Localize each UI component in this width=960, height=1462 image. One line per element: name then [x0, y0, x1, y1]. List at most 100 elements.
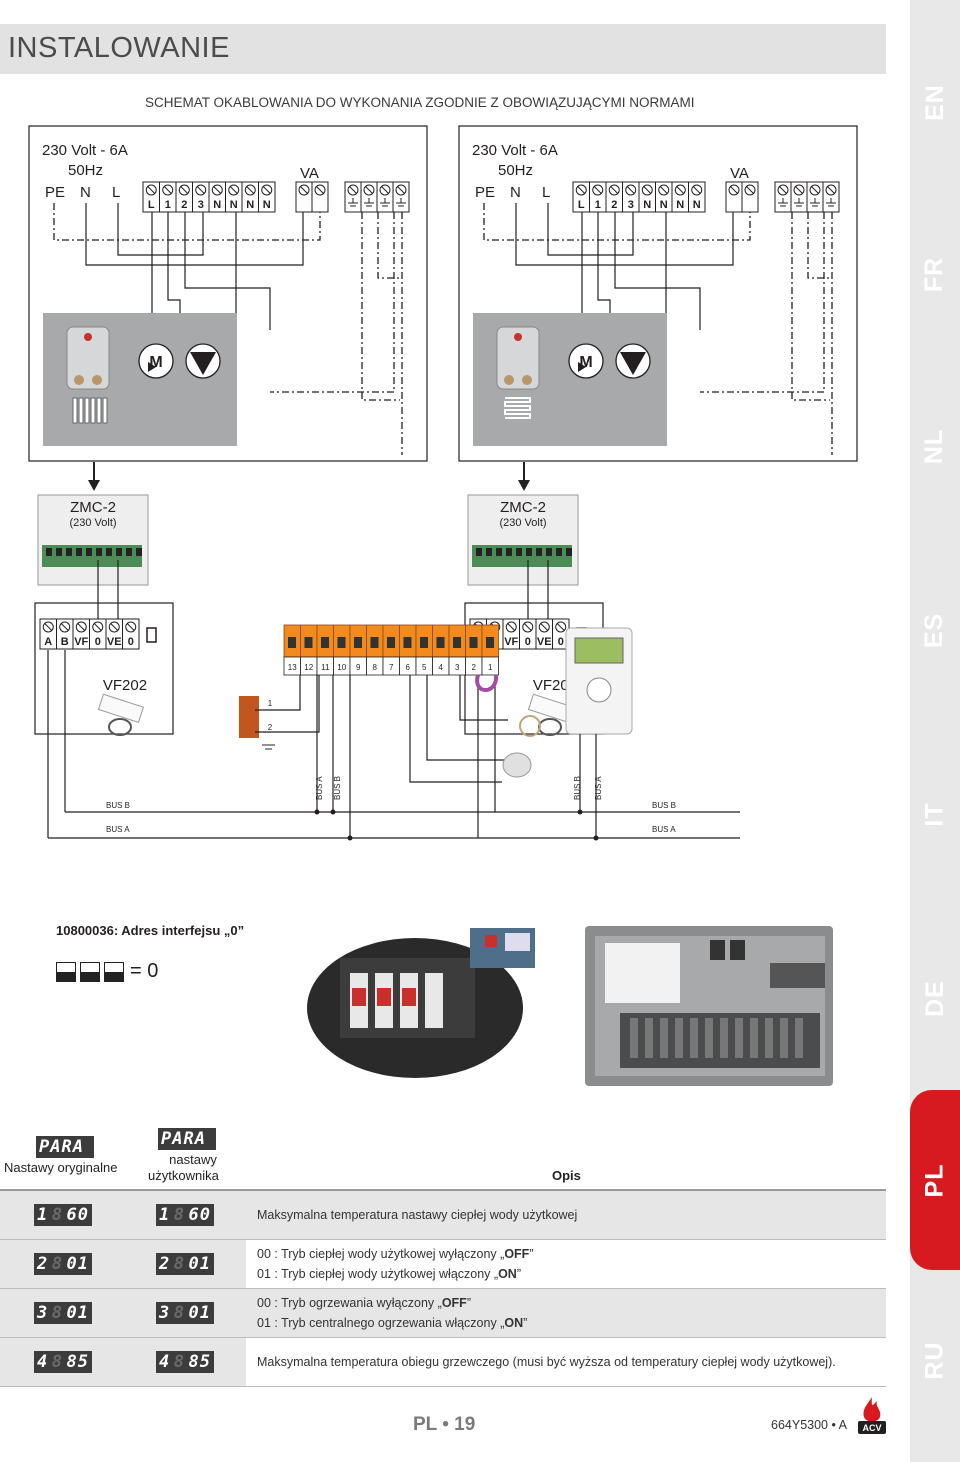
- earth-wire: [807, 212, 830, 279]
- orange-terminal-slot: [354, 637, 362, 648]
- row-divider: [0, 1288, 886, 1289]
- lang-tab-it[interactable]: IT: [910, 724, 960, 904]
- lcd-digits: 8: [173, 1205, 185, 1225]
- wire: [515, 203, 734, 266]
- zmc2-terminal: [506, 548, 512, 556]
- zmc2-terminal: [56, 548, 62, 556]
- power-terminal-label: N: [510, 184, 521, 201]
- zmc2-terminal: [46, 548, 52, 556]
- row-description: Maksymalna temperatura nastawy ciepłej w…: [257, 1205, 577, 1225]
- page-title: INSTALOWANIE: [8, 32, 230, 64]
- lang-tab-de[interactable]: DE: [910, 908, 960, 1088]
- orange-terminal-slot: [469, 637, 478, 648]
- screw-slot: [779, 186, 787, 194]
- bus-label: BUS A: [652, 825, 676, 834]
- terminal-label: N: [230, 199, 238, 211]
- vf-sensor: [97, 693, 145, 724]
- jumper-icon: [146, 627, 157, 643]
- supply-label: 230 Volt - 6A: [42, 142, 128, 159]
- zmc2-terminal: [516, 548, 522, 556]
- zmc2-terminal: [476, 548, 482, 556]
- room-unit-dial: [586, 677, 612, 703]
- lang-tab-label: IT: [920, 801, 949, 827]
- supply-label: 230 Volt - 6A: [472, 142, 558, 159]
- terminal-number: 3: [455, 663, 460, 672]
- radiator-icon: [72, 397, 78, 424]
- lcd-digits: 2: [37, 1254, 49, 1274]
- terminal-number: 7: [389, 663, 394, 672]
- terminal-label: VE: [107, 636, 122, 648]
- screw-slot: [229, 186, 238, 194]
- lcd-digits: 8: [173, 1254, 185, 1274]
- screw-slot: [60, 623, 69, 631]
- terminal-label: 2: [611, 199, 617, 211]
- lang-tab-label: EN: [920, 83, 949, 121]
- lang-tab-ru[interactable]: RU: [910, 1270, 960, 1450]
- controller-photos: [307, 926, 833, 1086]
- terminal-number: 10: [337, 663, 346, 672]
- wiring-box: [458, 125, 858, 462]
- vf-module-label: VF202: [103, 677, 147, 694]
- screw-slot: [659, 186, 668, 194]
- terminal-label: 1: [595, 199, 601, 211]
- zmc2-terminal: [66, 548, 72, 556]
- wire: [85, 203, 304, 266]
- lcd-digits: 01: [188, 1303, 211, 1323]
- lang-tab-pl[interactable]: PL: [910, 1090, 960, 1270]
- acv-logo: ACV: [858, 1397, 886, 1434]
- lang-tab-label: RU: [920, 1340, 949, 1380]
- room-unit-display: [574, 637, 624, 664]
- terminal-number: 5: [422, 663, 427, 672]
- lang-tab-nl[interactable]: NL: [910, 356, 960, 536]
- bus-label: BUS A: [315, 776, 324, 800]
- zmc2-terminal: [566, 548, 572, 556]
- row-divider: [0, 1386, 886, 1387]
- description-line: 00 : Tryb ogrzewania wyłączony „OFF”: [257, 1296, 471, 1310]
- screw-slot: [316, 186, 324, 194]
- screw-slot: [77, 623, 86, 631]
- junction-dot: [593, 835, 599, 841]
- row-description: Maksymalna temperatura obiegu grzewczego…: [257, 1352, 836, 1372]
- lang-tab-label: ES: [920, 612, 949, 648]
- zmc2-terminal: [96, 548, 102, 556]
- earth-icon: [380, 198, 390, 207]
- lcd-digits: 60: [188, 1205, 211, 1225]
- lcd-display: PARA: [158, 1128, 216, 1150]
- terminal-label: VE: [537, 636, 552, 648]
- temp-probe: [519, 715, 541, 737]
- lcd-digits: 01: [188, 1254, 211, 1274]
- terminal-label: A: [44, 636, 52, 648]
- vf202-box: [34, 602, 174, 735]
- orange-terminal-slot: [288, 637, 296, 648]
- screw-slot: [163, 186, 172, 194]
- zmc2-terminal: [116, 548, 122, 556]
- lang-tab-es[interactable]: ES: [910, 540, 960, 720]
- terminal-label: 0: [95, 636, 101, 648]
- power-terminal-label: N: [80, 184, 91, 201]
- sensor-pin-label: 1: [268, 699, 273, 708]
- terminal-label: N: [643, 199, 651, 211]
- earth-wire: [483, 203, 751, 241]
- lang-tab-en[interactable]: EN: [910, 12, 960, 192]
- lang-tab-fr[interactable]: FR: [910, 184, 960, 364]
- screw-slot: [147, 186, 156, 194]
- terminal-number: 13: [288, 663, 297, 672]
- screw-slot: [692, 186, 701, 194]
- wire: [184, 212, 271, 330]
- zmc2-terminal: [496, 548, 502, 556]
- zmc2-module: [37, 494, 149, 586]
- thermostat-knob: [522, 375, 532, 385]
- description-line: Maksymalna temperatura nastawy ciepłej w…: [257, 1208, 578, 1222]
- screw-slot: [523, 623, 532, 631]
- sensor-wire: [426, 675, 505, 761]
- sensor-wire: [409, 675, 502, 783]
- screw-slot: [577, 186, 586, 194]
- page-number: PL • 19: [413, 1414, 476, 1435]
- terminal-number: 11: [321, 663, 330, 672]
- pump-triangle: [620, 352, 646, 375]
- power-terminal-label: L: [542, 184, 550, 201]
- wire: [255, 675, 320, 733]
